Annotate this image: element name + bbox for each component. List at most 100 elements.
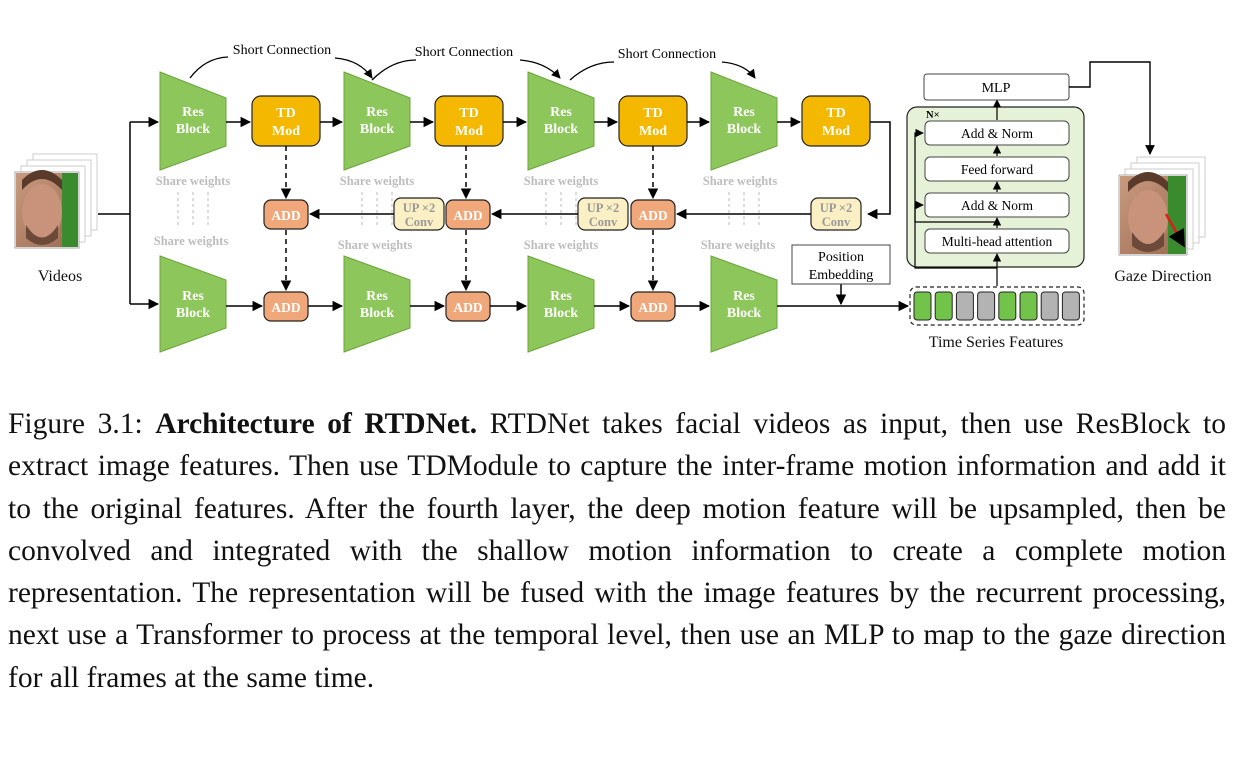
feature-token-4	[977, 291, 996, 321]
svg-text:ADD: ADD	[271, 300, 300, 315]
share-weights-top-4: Share weights	[703, 174, 778, 188]
svg-text:Res: Res	[733, 105, 755, 120]
svg-text:Block: Block	[360, 122, 394, 137]
svg-text:Block: Block	[176, 306, 210, 321]
gaze-output-image	[1118, 156, 1206, 256]
svg-text:Position: Position	[818, 250, 864, 265]
svg-text:Mod: Mod	[639, 124, 667, 139]
position-embedding: Position Embedding	[791, 244, 891, 285]
svg-text:Block: Block	[544, 122, 578, 137]
svg-text:Add & Norm: Add & Norm	[961, 198, 1033, 213]
share-weights-bottom-1: Share weights	[154, 234, 229, 248]
add-bottom-1: ADD	[263, 291, 309, 322]
feed-forward	[924, 156, 1070, 182]
up-conv-1: UP ×2 Conv	[393, 197, 445, 231]
svg-text:ADD: ADD	[453, 208, 482, 223]
share-weights-bottom-4: Share weights	[701, 238, 776, 252]
res-block-top-3: Res Block	[527, 71, 595, 171]
svg-text:ADD: ADD	[638, 300, 667, 315]
svg-text:MLP: MLP	[982, 81, 1011, 96]
res-block-top-1: Res Block	[159, 71, 227, 171]
feature-token-3	[955, 291, 974, 321]
svg-text:TD: TD	[276, 106, 295, 121]
add-norm-top	[924, 120, 1070, 146]
gaze-direction-label: Gaze Direction	[1114, 268, 1211, 285]
time-series-features-label: Time Series Features	[929, 334, 1064, 351]
svg-text:ADD: ADD	[453, 300, 482, 315]
svg-text:Res: Res	[733, 289, 755, 304]
td-mod-2: TD Mod	[434, 95, 504, 147]
res-block-bottom-2: Res Block	[343, 255, 411, 353]
svg-text:Conv: Conv	[405, 215, 434, 229]
feature-token-8	[1061, 291, 1080, 321]
add-mid-2: ADD	[445, 199, 491, 230]
res-block-bottom-4: Res Block	[710, 255, 778, 353]
feature-token-2	[934, 291, 953, 321]
svg-text:Res: Res	[182, 105, 204, 120]
caption-prefix: Figure 3.1:	[8, 408, 156, 440]
add-bottom-2: ADD	[445, 291, 491, 322]
share-weights-bottom-3: Share weights	[524, 238, 599, 252]
add-mid-3: ADD	[630, 199, 676, 230]
svg-text:ADD: ADD	[271, 208, 300, 223]
svg-text:TD: TD	[643, 106, 662, 121]
td-mod-3: TD Mod	[618, 95, 688, 147]
mlp-block: MLP	[923, 73, 1070, 101]
up-conv-2: UP ×2 Conv	[577, 197, 629, 231]
short-connection-label-2: Short Connection	[415, 45, 513, 60]
feature-token-5	[998, 291, 1017, 321]
add-bottom-3: ADD	[630, 291, 676, 322]
svg-text:TD: TD	[826, 106, 845, 121]
feature-token-7	[1040, 291, 1059, 321]
svg-text:Res: Res	[366, 105, 388, 120]
svg-text:Conv: Conv	[589, 215, 618, 229]
svg-text:Mod: Mod	[455, 124, 483, 139]
td-mod-4: TD Mod	[801, 95, 871, 147]
svg-text:UP ×2: UP ×2	[403, 201, 435, 215]
transformer-block: N× Add & Norm Feed forward Add & Norm Mu…	[906, 106, 1085, 268]
svg-text:Block: Block	[727, 122, 761, 137]
svg-text:Feed forward: Feed forward	[961, 162, 1034, 177]
svg-text:UP ×2: UP ×2	[587, 201, 619, 215]
svg-text:ADD: ADD	[638, 208, 667, 223]
architecture-diagram: Videos Gaze Direction Short Connection S…	[14, 43, 1212, 353]
svg-text:Block: Block	[360, 306, 394, 321]
res-block-bottom-1: Res Block	[159, 255, 227, 353]
svg-text:Block: Block	[176, 122, 210, 137]
res-block-top-2: Res Block	[343, 71, 411, 171]
share-weights-bottom-2: Share weights	[338, 238, 413, 252]
svg-text:Block: Block	[544, 306, 578, 321]
res-block-bottom-3: Res Block	[527, 255, 595, 353]
share-weights-top-1: Share weights	[156, 174, 231, 188]
videos-input-image	[14, 153, 98, 249]
svg-text:Block: Block	[727, 306, 761, 321]
svg-text:TD: TD	[459, 106, 478, 121]
svg-text:Res: Res	[550, 105, 572, 120]
time-series-features	[909, 286, 1085, 326]
short-connection-label-1: Short Connection	[233, 43, 331, 58]
td-mod-1: TD Mod	[251, 95, 321, 147]
multi-head-attention	[924, 228, 1070, 254]
nx-label: N×	[926, 110, 940, 121]
add-norm-bottom	[924, 192, 1070, 218]
up-conv-3: UP ×2 Conv	[810, 197, 862, 231]
feature-token-1	[913, 291, 932, 321]
videos-label: Videos	[38, 268, 82, 285]
caption-body: RTDNet takes facial videos as input, the…	[8, 408, 1227, 694]
svg-text:Add & Norm: Add & Norm	[961, 126, 1033, 141]
share-weights-top-3: Share weights	[524, 174, 599, 188]
caption-title: Architecture of RTDNet.	[155, 408, 478, 440]
svg-text:Embedding: Embedding	[809, 268, 874, 283]
svg-text:Mod: Mod	[822, 124, 850, 139]
add-mid-1: ADD	[263, 199, 309, 230]
svg-text:Mod: Mod	[272, 124, 300, 139]
figure-caption: Figure 3.1: Architecture of RTDNet. RTDN…	[8, 403, 1226, 699]
svg-text:Res: Res	[366, 289, 388, 304]
feature-token-6	[1019, 291, 1038, 321]
short-connection-label-3: Short Connection	[618, 47, 716, 62]
share-weights-top-2: Share weights	[340, 174, 415, 188]
res-block-top-4: Res Block	[710, 71, 778, 171]
svg-text:Conv: Conv	[822, 215, 851, 229]
svg-text:Multi-head attention: Multi-head attention	[942, 234, 1053, 249]
svg-text:Res: Res	[550, 289, 572, 304]
